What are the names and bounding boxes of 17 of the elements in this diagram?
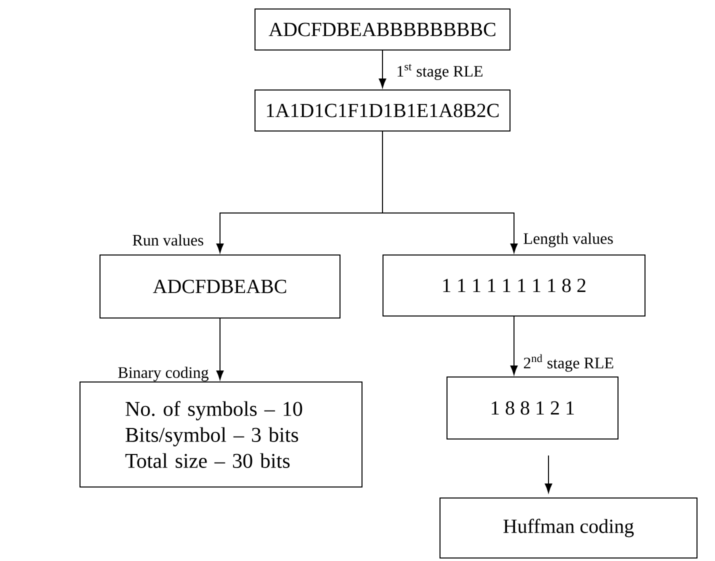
arrow bbox=[378, 50, 386, 88]
process-box: 1A1D1C1F1D1B1E1A8B2C bbox=[254, 90, 510, 132]
process-box: ADCFDBEABC bbox=[100, 254, 340, 318]
process-box: No. of symbols – 10 Bits/symbol – 3 bits Total size – 30 bits bbox=[80, 382, 362, 488]
edge-label: Run values bbox=[132, 234, 204, 246]
edge-label: Length values bbox=[524, 232, 613, 248]
arrow bbox=[510, 316, 518, 375]
arrow bbox=[382, 131, 518, 253]
arrow bbox=[216, 318, 224, 380]
edge-label: 2$^{nd}$ stage RLE bbox=[524, 354, 614, 372]
process-box: ADCFDBEABBBBBBBBC bbox=[254, 8, 510, 50]
arrow bbox=[544, 455, 552, 493]
edge-label: Binary coding bbox=[118, 366, 209, 382]
process-box: 1 8 8 1 2 1 bbox=[446, 376, 618, 440]
edge-label: 1$^{st}$ stage RLE bbox=[398, 64, 482, 80]
process-box: 1 1 1 1 1 1 1 1 8 2 bbox=[382, 254, 646, 316]
process-box: Huffman coding bbox=[440, 498, 698, 558]
